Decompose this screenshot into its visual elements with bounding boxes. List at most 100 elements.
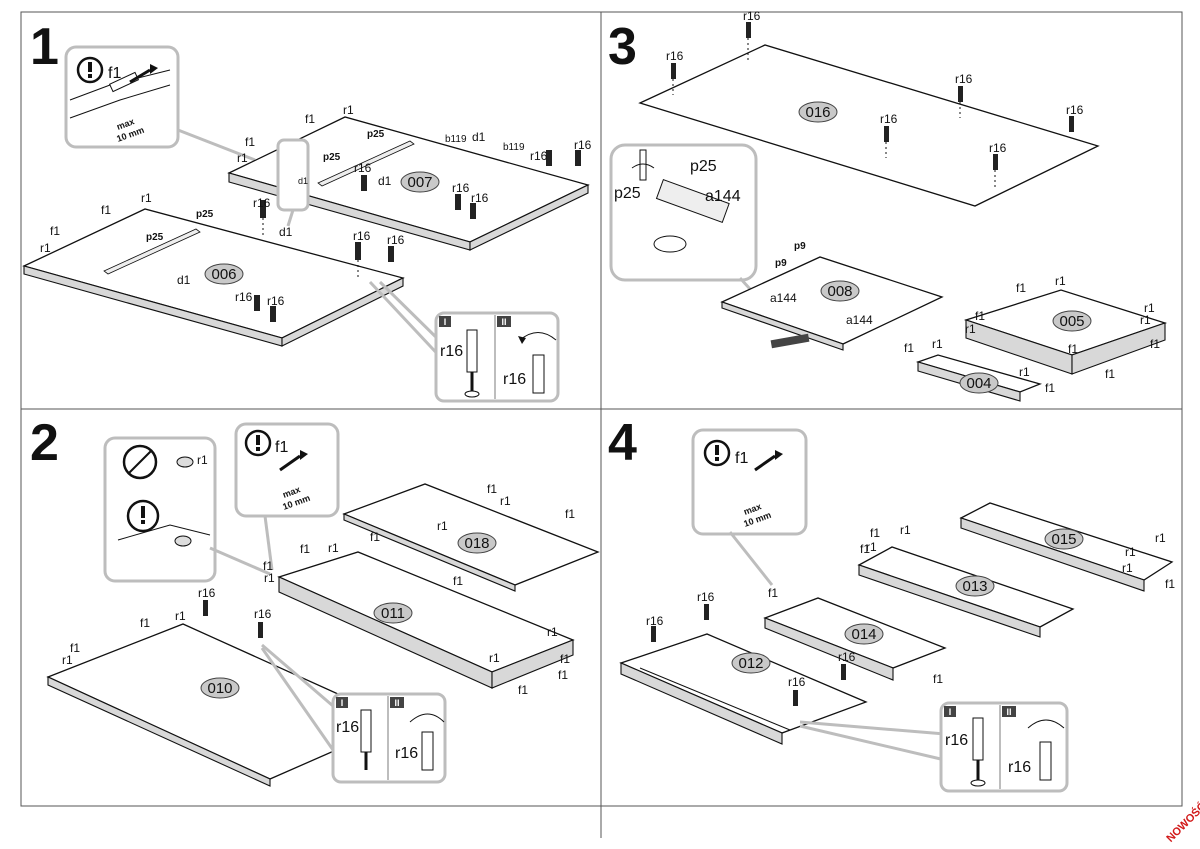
svg-text:f1: f1 [860,542,870,556]
svg-text:f1: f1 [565,507,575,521]
svg-text:r16: r16 [440,343,463,360]
part-badge-018 [457,532,497,554]
svg-text:004: 004 [966,375,991,392]
svg-text:r16: r16 [353,229,371,243]
part-badge-008 [820,280,860,302]
cam-lock-icon [176,456,194,468]
r16-cam-bolt-icon [254,150,581,322]
svg-text:f1: f1 [904,341,914,355]
svg-text:006: 006 [211,266,236,283]
svg-text:r1: r1 [175,609,186,623]
svg-text:013: 013 [962,578,987,595]
svg-text:r16: r16 [743,9,761,23]
svg-text:a144: a144 [770,291,797,305]
svg-text:r16: r16 [646,614,664,628]
svg-text:r1: r1 [264,571,275,585]
svg-text:I: I [949,707,952,717]
svg-text:r1: r1 [237,151,248,165]
part-badge-016 [798,101,838,123]
svg-text:r1: r1 [1140,313,1151,327]
r16-bolt-icon [1039,741,1052,781]
diagram-frame [20,11,1183,838]
svg-text:r16: r16 [838,650,856,664]
svg-text:d1: d1 [378,174,392,188]
svg-text:II: II [394,698,399,708]
svg-text:II: II [501,317,506,327]
svg-text:r16: r16 [945,732,968,749]
svg-text:f1: f1 [735,450,748,467]
part-badge-011 [373,602,413,624]
step-2-group: r1 f1 max 10 mm 018 011 010 [46,422,600,787]
svg-text:f1: f1 [101,203,111,217]
part-badge-006 [204,263,244,285]
svg-text:f1: f1 [263,559,273,573]
svg-text:r16: r16 [574,138,592,152]
svg-text:r1: r1 [1019,365,1030,379]
svg-text:b119: b119 [445,134,467,145]
svg-text:r1: r1 [1122,561,1133,575]
svg-text:r1: r1 [1144,301,1155,315]
r16-bolt-icon [466,329,478,373]
svg-text:r16: r16 [254,607,272,621]
svg-text:r16: r16 [989,141,1007,155]
svg-text:f1: f1 [1165,577,1175,591]
svg-text:d1: d1 [177,273,191,287]
part-badge-015 [1044,528,1084,550]
r16-cam-bolt-icon [651,604,846,706]
svg-text:f1: f1 [1016,281,1026,295]
svg-text:a144: a144 [846,313,873,327]
svg-text:r16: r16 [1008,759,1031,776]
svg-text:r16: r16 [354,161,372,175]
svg-text:II: II [1006,707,1011,717]
part-badge-010 [200,677,240,699]
svg-text:r16: r16 [530,149,548,163]
part-badge-007 [400,171,440,193]
svg-text:f1: f1 [1045,381,1055,395]
part-badge-012 [731,652,771,674]
svg-text:r16: r16 [267,294,285,308]
svg-text:f1: f1 [1068,342,1078,356]
svg-text:010: 010 [207,680,232,697]
svg-text:b119: b119 [503,142,525,153]
svg-text:r16: r16 [387,233,405,247]
r16-bolt-icon [972,717,984,761]
svg-text:r16: r16 [452,181,470,195]
svg-text:f1: f1 [1105,367,1115,381]
dowel-icon [108,71,140,93]
svg-text:p9: p9 [794,241,806,252]
callout-d1 [276,138,310,212]
svg-text:r1: r1 [500,494,511,508]
step-number-4: 4 [608,414,637,472]
svg-text:008: 008 [827,283,852,300]
svg-text:d1: d1 [298,176,308,186]
svg-text:015: 015 [1051,531,1076,548]
svg-text:f1: f1 [975,309,985,323]
step-number-1: 1 [30,18,59,76]
label-f1: f1 [108,65,121,82]
svg-text:f1: f1 [275,439,288,456]
screwdriver-icon [639,149,647,181]
svg-text:r1: r1 [141,191,152,205]
svg-text:f1: f1 [558,668,568,682]
svg-text:f1: f1 [305,112,315,126]
svg-text:r16: r16 [788,675,806,689]
svg-text:p25: p25 [323,152,341,163]
svg-text:r1: r1 [932,337,943,351]
svg-text:r16: r16 [253,196,271,210]
svg-text:p9: p9 [775,258,787,269]
svg-text:p25: p25 [196,209,214,220]
callout-hinge [609,143,758,282]
svg-text:f1: f1 [768,586,778,600]
svg-text:f1: f1 [933,672,943,686]
svg-text:r16: r16 [471,191,489,205]
svg-text:f1: f1 [518,683,528,697]
svg-text:005: 005 [1059,313,1084,330]
svg-text:014: 014 [851,626,876,643]
svg-text:f1: f1 [870,526,880,540]
step-number-2: 2 [30,414,59,472]
svg-text:r16: r16 [955,72,973,86]
svg-text:r16: r16 [880,112,898,126]
step-4-group: f1 max 10 mm 015 013 014 012 r16 [619,428,1175,793]
svg-text:f1: f1 [1150,337,1160,351]
